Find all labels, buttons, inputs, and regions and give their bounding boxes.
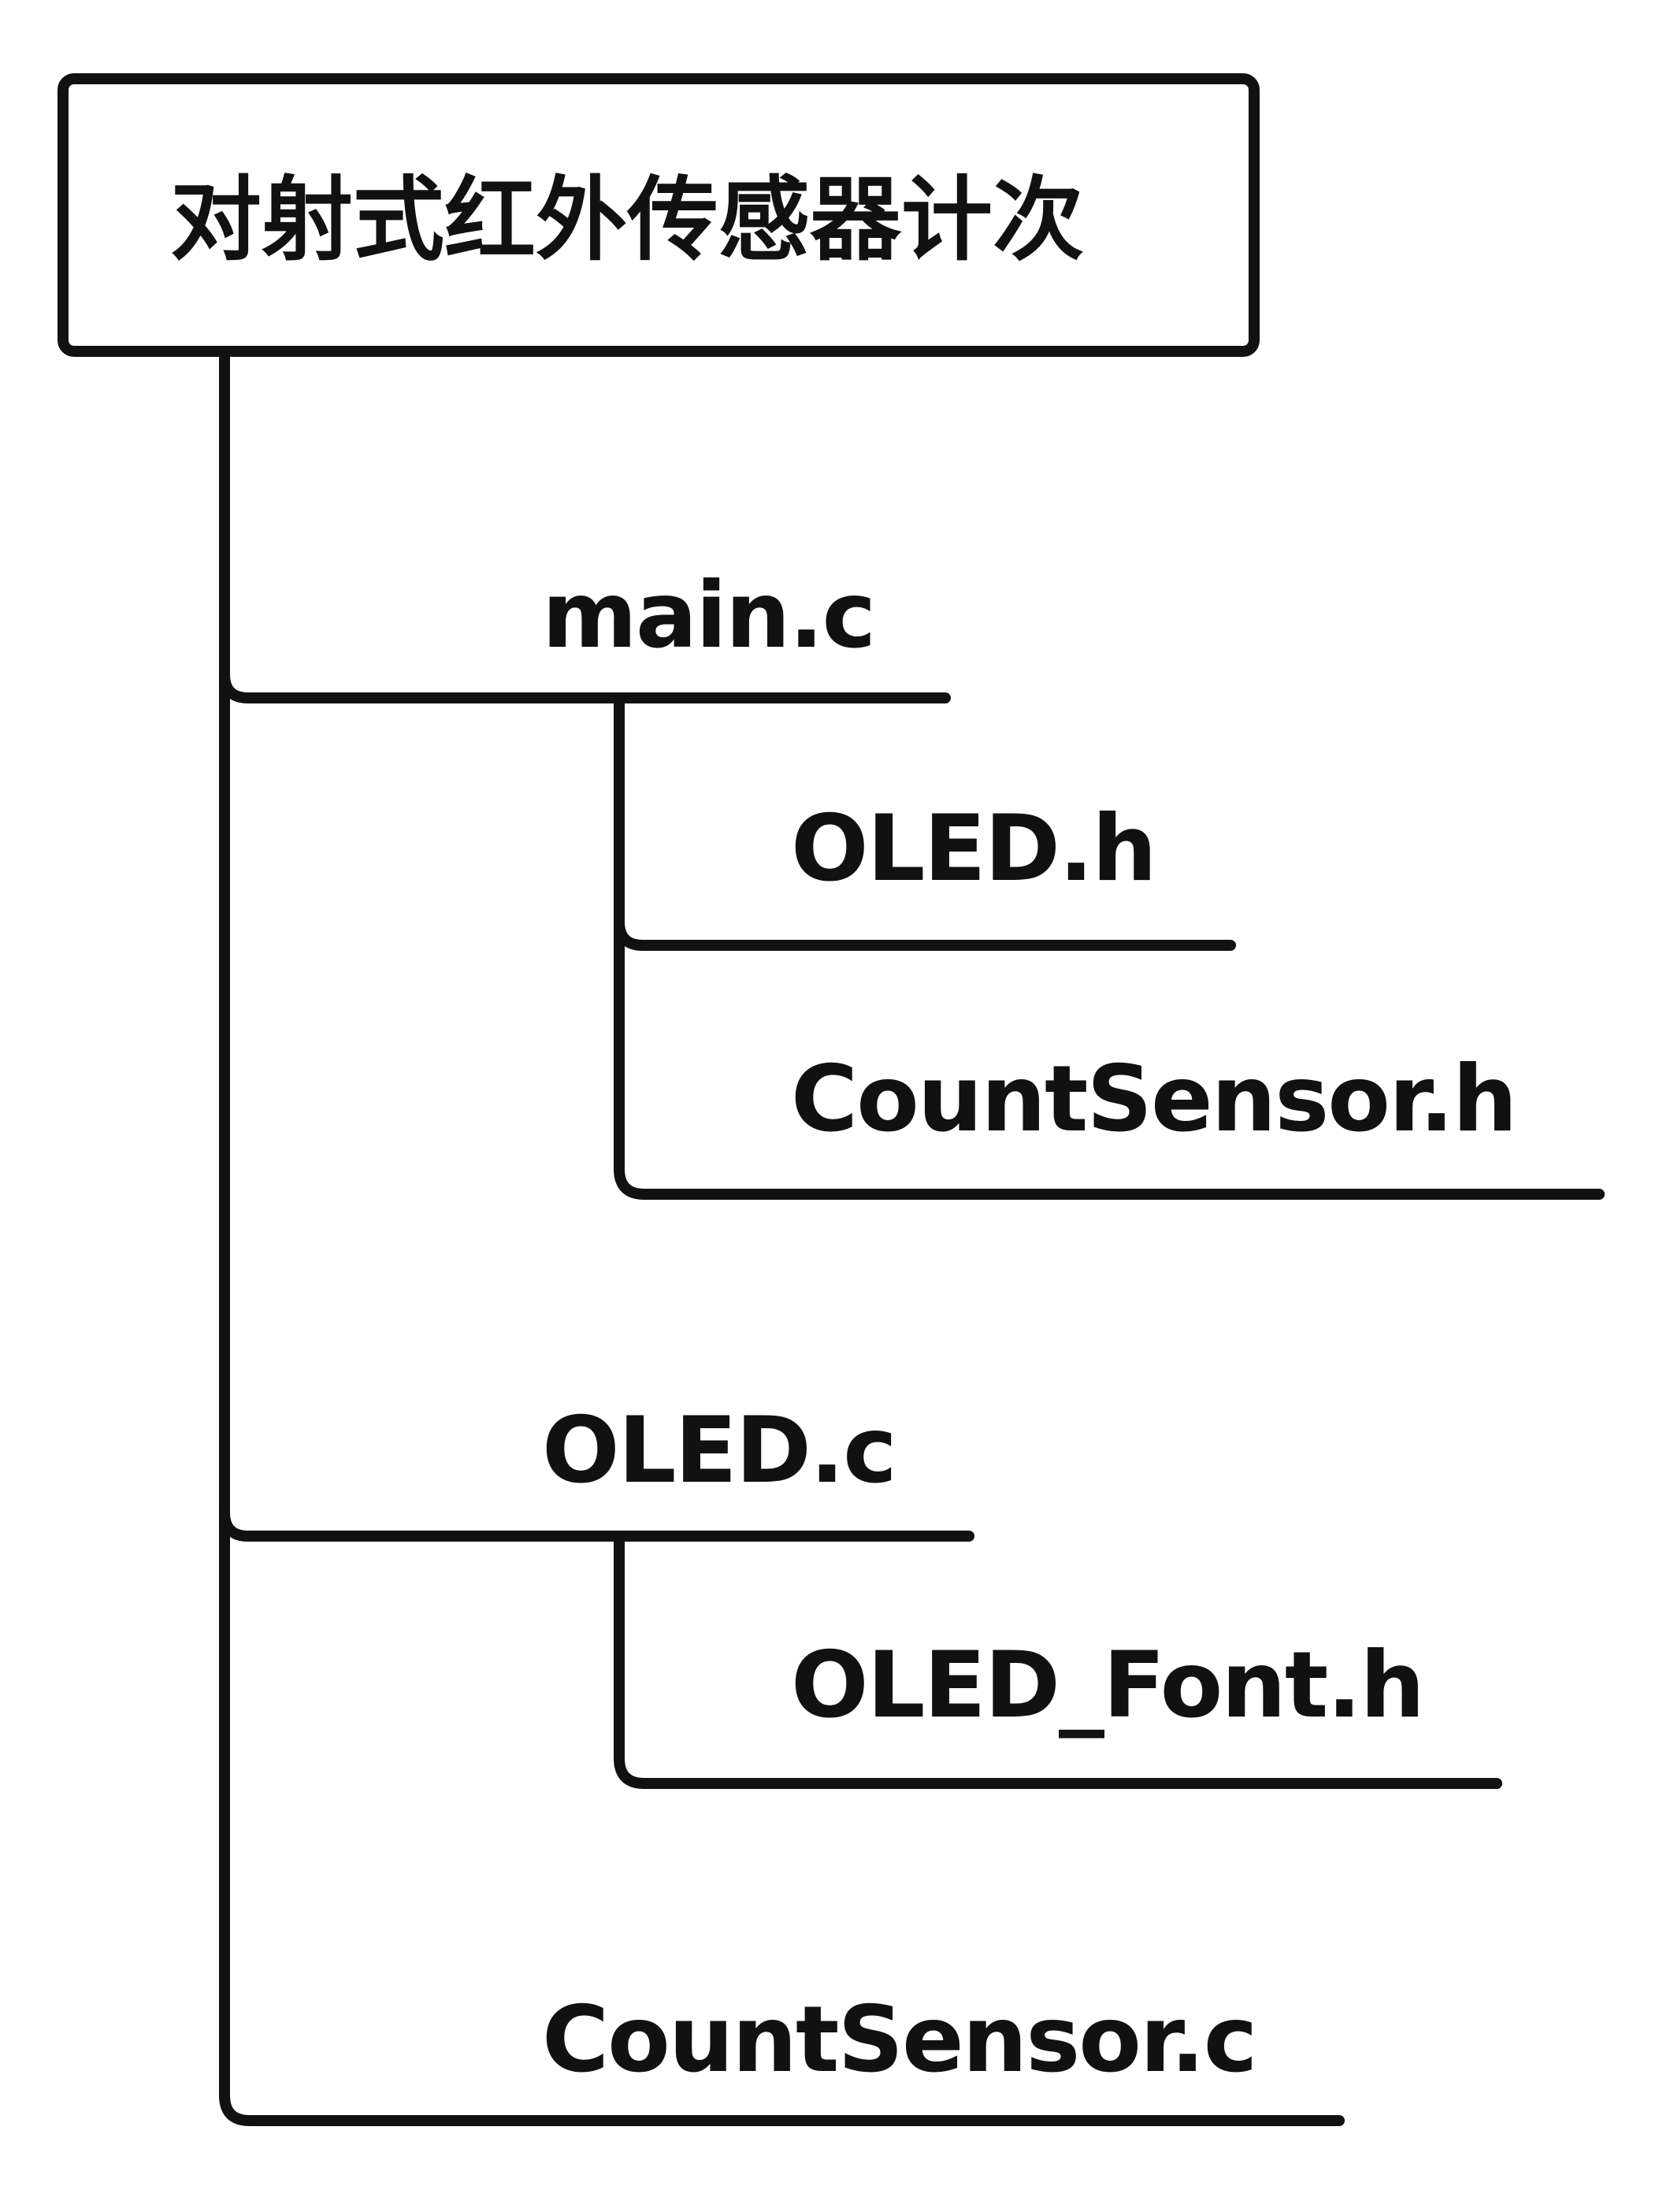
trunk-line <box>219 346 1345 2126</box>
root-title: 对射式红外传感器计次 <box>170 167 1084 273</box>
subtrunk-oled-c <box>614 1531 1502 1789</box>
branch-main-c <box>219 669 951 703</box>
file-oled-c: OLED.c <box>542 1397 897 1504</box>
file-oled-h: OLED.h <box>791 796 1157 902</box>
branch-oled-c <box>219 1507 974 1542</box>
file-countsensor-c: CountSensor.c <box>542 1987 1257 2093</box>
subtrunk-main-c <box>614 692 1605 1200</box>
file-countsensor-h: CountSensor.h <box>791 1046 1517 1152</box>
branch-oled-h <box>614 916 1236 951</box>
file-main-c: main.c <box>542 562 876 669</box>
file-oled-font-h: OLED_Font.h <box>791 1632 1425 1739</box>
root-box <box>58 73 1260 357</box>
